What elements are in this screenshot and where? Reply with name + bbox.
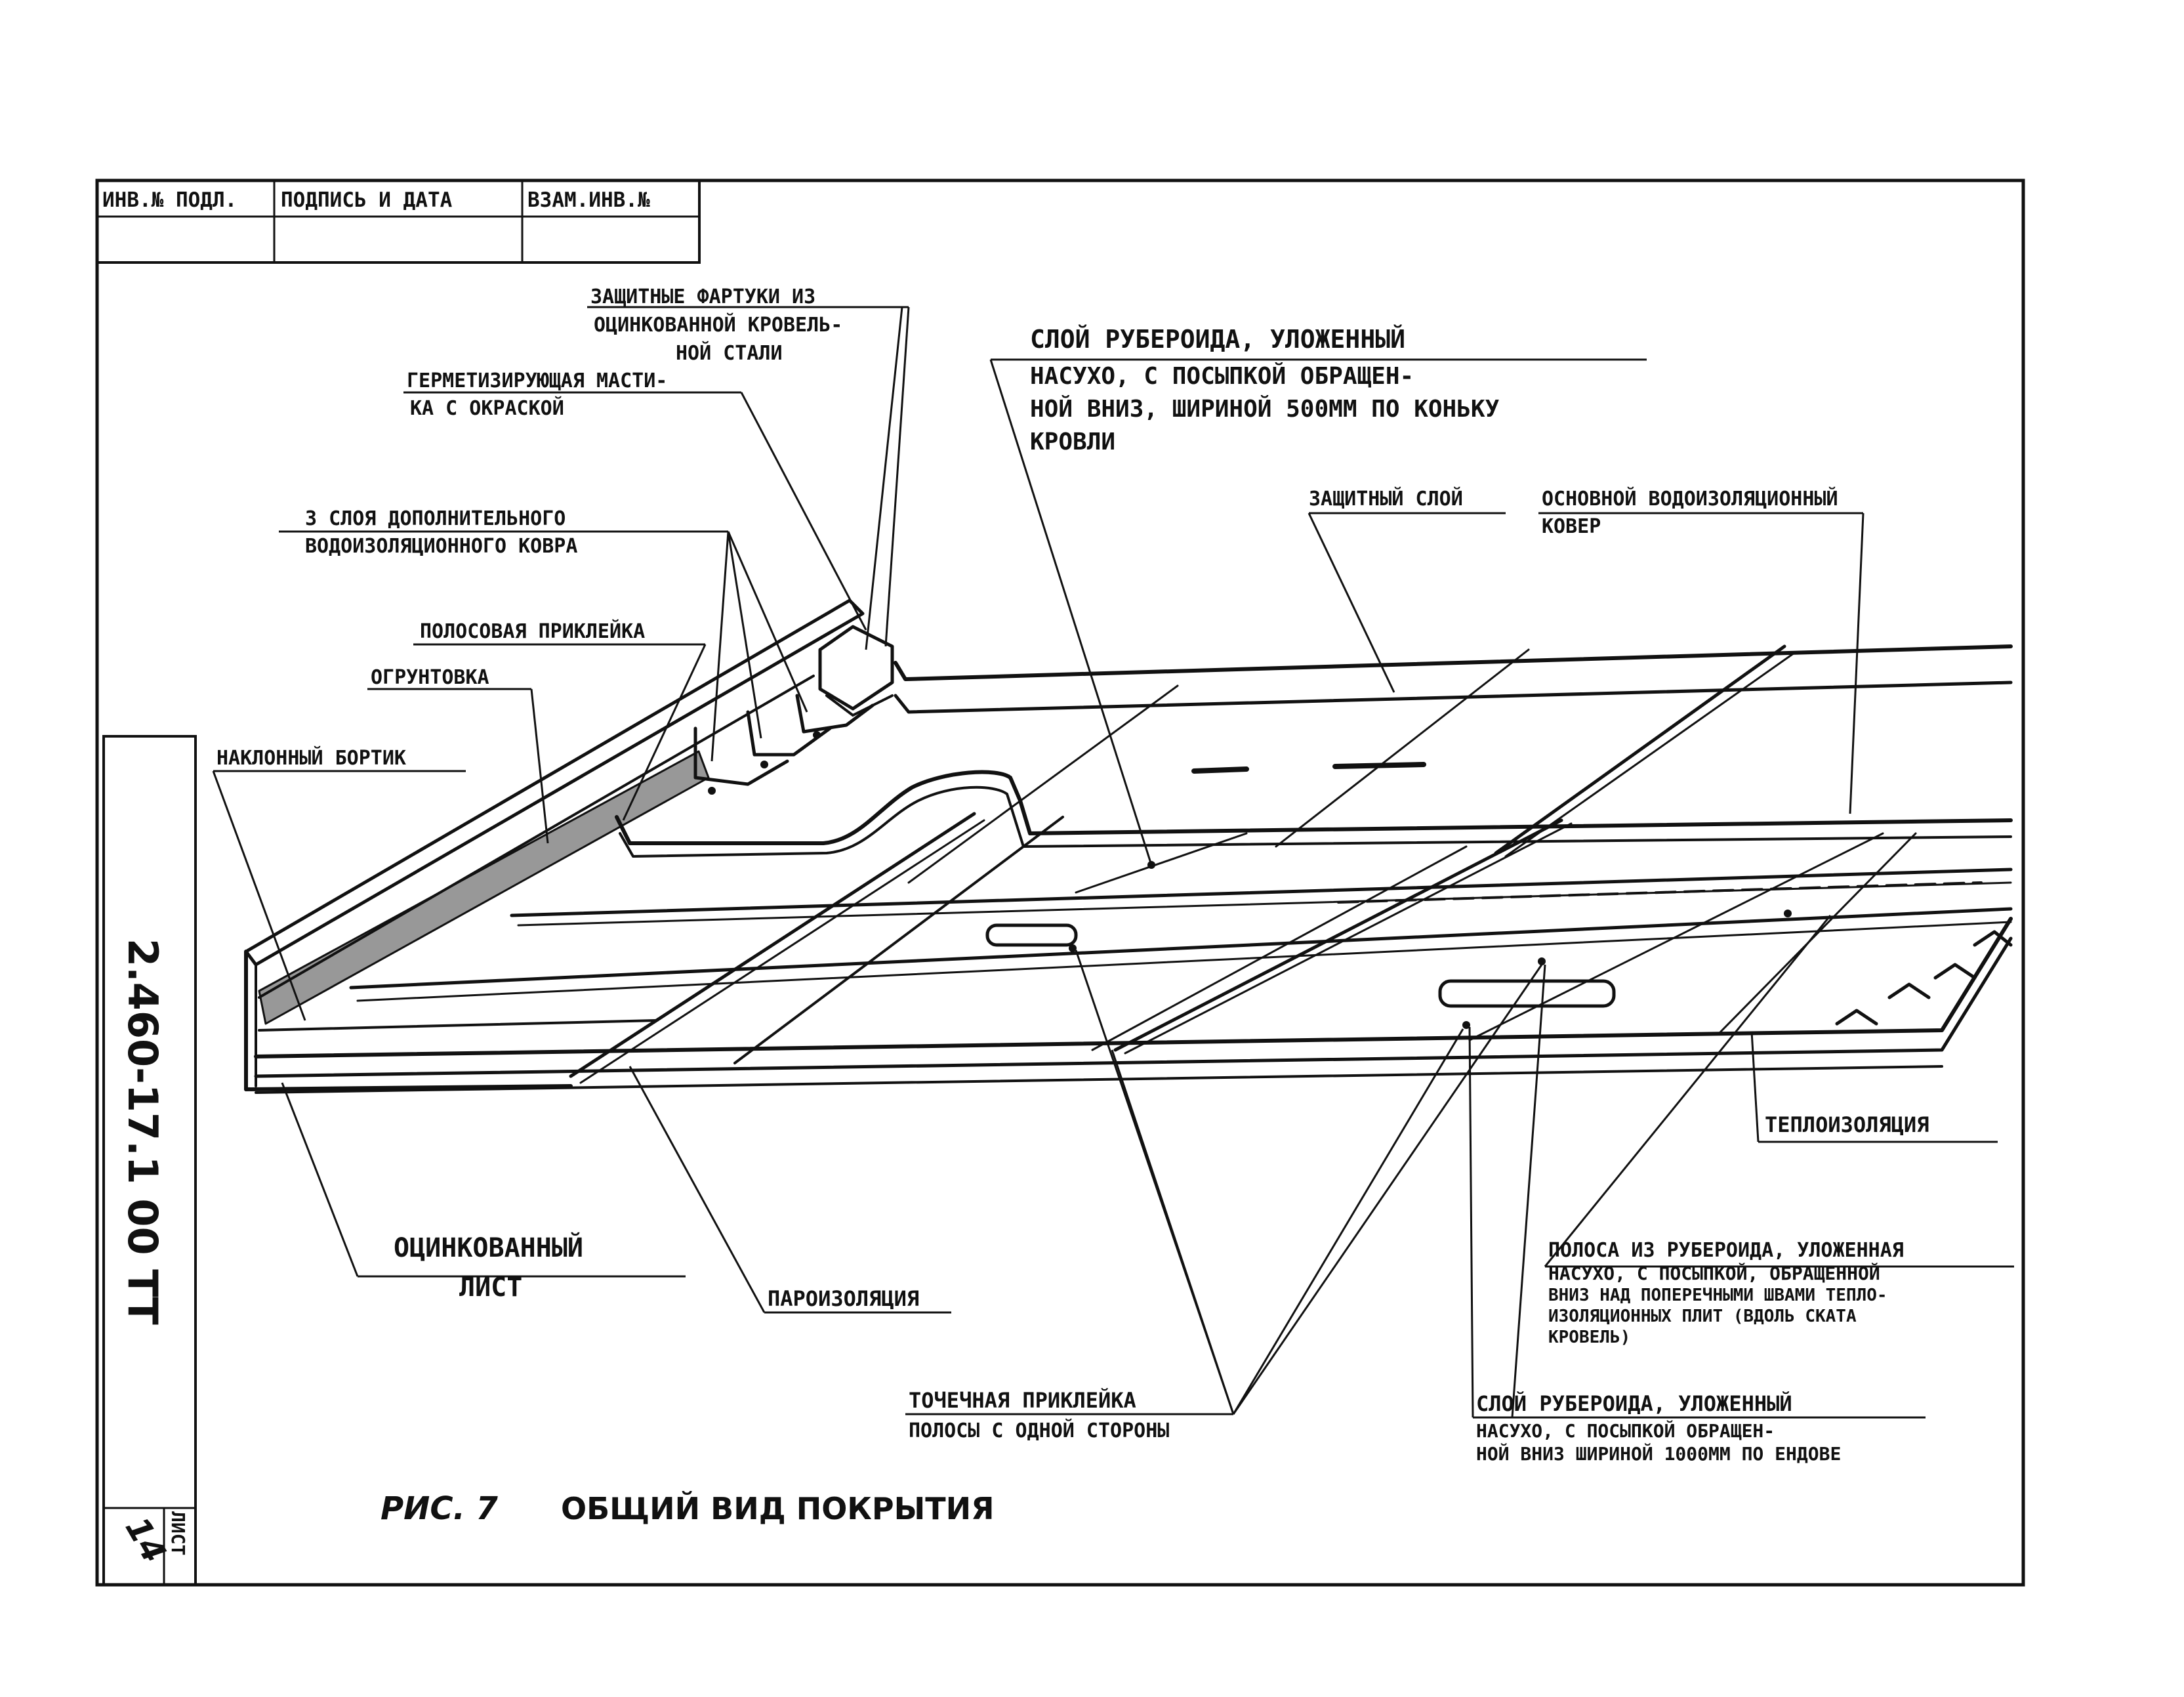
label-ocink-1: ОЦИНКОВАННЫЙ (394, 1232, 583, 1263)
label-gruntovka: ОГРУНТОВКА (371, 666, 489, 689)
label-ruberoid-top-2: НАСУХО, С ПОСЫПКОЙ ОБРАЩЕН- (1030, 362, 1414, 390)
label-polosa-3: ВНИЗ НАД ПОПЕРЕЧНЫМИ ШВАМИ ТЕПЛО- (1548, 1286, 1887, 1305)
label-fartuki-2: ОЦИНКОВАННОЙ КРОВЕЛЬ- (594, 313, 842, 337)
label-polosa-5: КРОВЕЛЬ) (1548, 1328, 1630, 1347)
sheet-number: 14 (118, 1511, 174, 1569)
label-fartuki-3: НОЙ СТАЛИ (676, 341, 783, 365)
stamp-inv-podl: ИНВ.№ ПОДЛ. (102, 188, 237, 212)
roof-structure (244, 598, 2013, 1094)
label-ruberoid-bottom-2: НАСУХО, С ПОСЫПКОЙ ОБРАЩЕН- (1476, 1419, 1775, 1442)
label-polosa-4: ИЗОЛЯЦИОННЫХ ПЛИТ (ВДОЛЬ СКАТА (1548, 1307, 1857, 1326)
label-3sloya-2: ВОДОИЗОЛЯЦИОННОГО КОВРА (305, 535, 577, 558)
title-stamp: ИНВ.№ ПОДЛ. ПОДПИСЬ И ДАТА ВЗАМ.ИНВ.№ (102, 188, 650, 212)
drawing-frame (95, 178, 2025, 1587)
figure-title: ОБЩИЙ ВИД ПОКРЫТИЯ (561, 1491, 995, 1526)
label-ruberoid-bottom-1: СЛОЙ РУБЕРОИДА, УЛОЖЕННЫЙ (1476, 1391, 1792, 1416)
callout-labels: ЗАЩИТНЫЕ ФАРТУКИ ИЗ ОЦИНКОВАННОЙ КРОВЕЛЬ… (216, 285, 1929, 1465)
sheet-label: ЛИСТ (167, 1511, 189, 1555)
label-poloskovaya: ПОЛОСОВАЯ ПРИКЛЕЙКА (420, 619, 645, 643)
figure-caption: РИС. 7 ОБЩИЙ ВИД ПОКРЫТИЯ (381, 1490, 995, 1527)
label-mastika-2: КА С ОКРАСКОЙ (410, 396, 564, 420)
label-tochechnaya-1: ТОЧЕЧНАЯ ПРИКЛЕЙКА (909, 1388, 1136, 1413)
label-ruberoid-top-3: НОЙ ВНИЗ, ШИРИНОЙ 500ММ ПО КОНЬКУ (1030, 395, 1500, 423)
label-mastika-1: ГЕРМЕТИЗИРУЮЩАЯ МАСТИ- (407, 369, 667, 392)
label-tochechnaya-2: ПОЛОСЫ С ОДНОЙ СТОРОНЫ (909, 1419, 1169, 1442)
label-ruberoid-bottom-3: НОЙ ВНИЗ ШИРИНОЙ 1000ММ ПО ЕНДОВЕ (1476, 1442, 1841, 1465)
label-teploizolyaciya: ТЕПЛОИЗОЛЯЦИЯ (1765, 1112, 1929, 1137)
label-osnovnoy-2: КОВЕР (1542, 515, 1601, 538)
label-polosa-1: ПОЛОСА ИЗ РУБЕРОИДА, УЛОЖЕННАЯ (1548, 1239, 1904, 1262)
label-polosa-2: НАСУХО, С ПОСЫПКОЙ, ОБРАЩЕННОЙ (1548, 1262, 1880, 1284)
label-ocink-2: ЛИСТ (459, 1272, 522, 1303)
leader-lines (212, 306, 2014, 1419)
label-3sloya-1: 3 СЛОЯ ДОПОЛНИТЕЛЬНОГО (305, 507, 566, 530)
label-ruberoid-top-1: СЛОЙ РУБЕРОИДА, УЛОЖЕННЫЙ (1030, 325, 1405, 354)
stamp-podpis-data: ПОДПИСЬ И ДАТА (281, 188, 453, 212)
spot-glue-dots (708, 731, 1792, 1029)
document-code: 2.460-17.1 00 ТТ (119, 938, 167, 1325)
label-osnovnoy-1: ОСНОВНОЙ ВОДОИЗОЛЯЦИОННЫЙ (1542, 487, 1838, 511)
label-fartuki-1: ЗАЩИТНЫЕ ФАРТУКИ ИЗ (590, 285, 815, 308)
stamp-vzam-inv: ВЗАМ.ИНВ.№ (527, 188, 650, 212)
figure-number: РИС. 7 (381, 1490, 499, 1527)
label-ruberoid-top-4: КРОВЛИ (1030, 429, 1115, 455)
side-strip: 2.460-17.1 00 ТТ ЛИСТ 14 (118, 938, 189, 1569)
label-bortik: НАКЛОННЫЙ БОРТИК (216, 746, 406, 770)
label-zashchitny: ЗАЩИТНЫЙ СЛОЙ (1309, 487, 1463, 511)
label-paroizolyaciya: ПАРОИЗОЛЯЦИЯ (768, 1286, 919, 1311)
